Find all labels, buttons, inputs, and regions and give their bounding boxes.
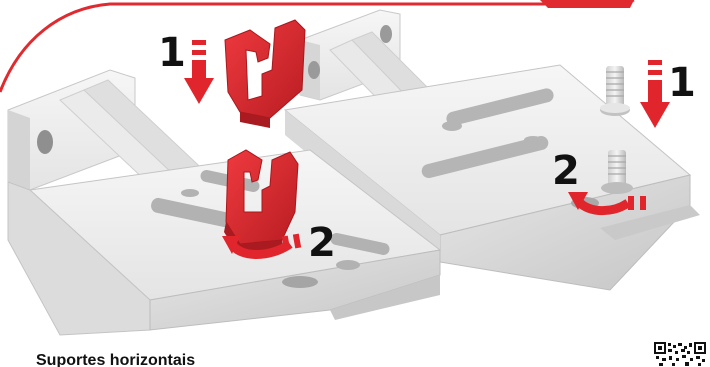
- step-label-bolt-insert: 1: [668, 60, 696, 106]
- down-arrow-icon: [640, 60, 670, 128]
- qr-code-icon: [654, 340, 706, 367]
- step-label-clip-insert: 1: [158, 30, 186, 76]
- loose-bolt: [600, 66, 630, 116]
- caption: Suportes horizontais: [36, 352, 195, 367]
- red-frame-top-bar: [540, 0, 634, 8]
- down-arrow-icon: [184, 40, 214, 104]
- step-label-bolt-rotate: 2: [552, 148, 580, 194]
- step-label-clip-rotate: 2: [308, 220, 336, 266]
